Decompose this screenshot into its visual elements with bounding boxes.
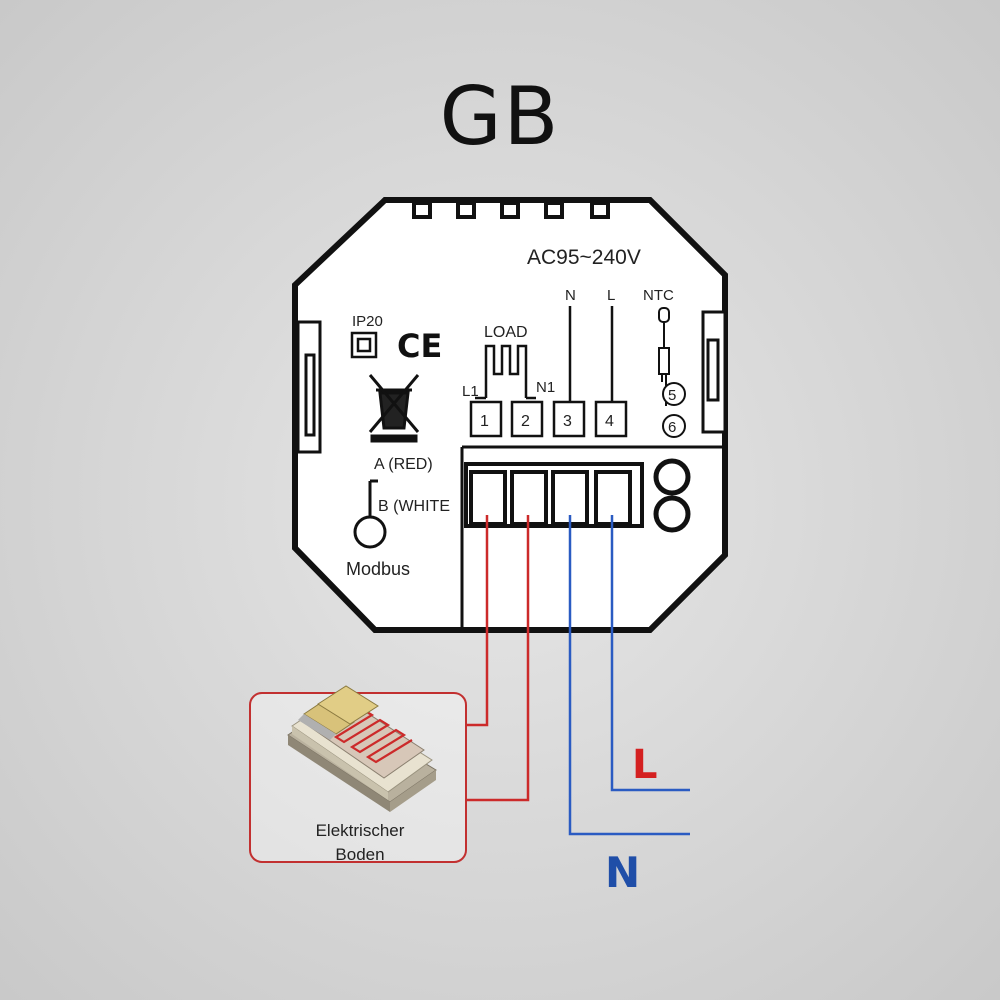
side-clips [296,310,727,454]
terminal-4: 4 [605,413,614,430]
terminal-2: 2 [521,413,530,430]
terminal-1: 1 [480,413,489,430]
top-tabs [412,201,610,219]
modbus-a-label: A (RED) [374,456,433,473]
modbus-connector-icon [353,479,387,549]
load-label: LOAD [484,324,528,341]
supply-n-label: N [605,848,640,897]
n-top-label: N [565,287,576,304]
modbus-b-label: B (WHITE [378,498,450,515]
l1-label: L1 [462,383,479,400]
heated-floor-icon [287,685,437,812]
load-coil-icon [484,344,528,398]
voltage-label: AC95~240V [527,246,641,269]
modbus-label: Modbus [346,559,410,579]
live-wire [610,515,690,792]
terminal-3: 3 [563,413,572,430]
terminal-number-boxes [469,400,628,438]
ntc-terminal-5: 5 [668,387,676,404]
ntc-terminal-6: 6 [668,419,676,436]
l-top-label: L [607,287,615,304]
supply-l-label: L [632,742,658,788]
ntc-terminal-circles [662,382,686,438]
neutral-wire [568,515,690,836]
title: GB [439,70,561,163]
n1-label: N1 [536,379,555,396]
floor-label-line2: Boden [335,845,384,864]
weee-bin-icon [368,374,420,443]
ce-mark-icon: CE [397,327,442,365]
ntc-label: NTC [643,287,674,304]
load-wire-1 [466,515,489,727]
floor-label-line1: Elektrischer [316,821,405,840]
ip-rating-label: IP20 [352,313,383,330]
load-wire-2 [466,515,530,802]
double-insulation-icon [350,331,378,359]
